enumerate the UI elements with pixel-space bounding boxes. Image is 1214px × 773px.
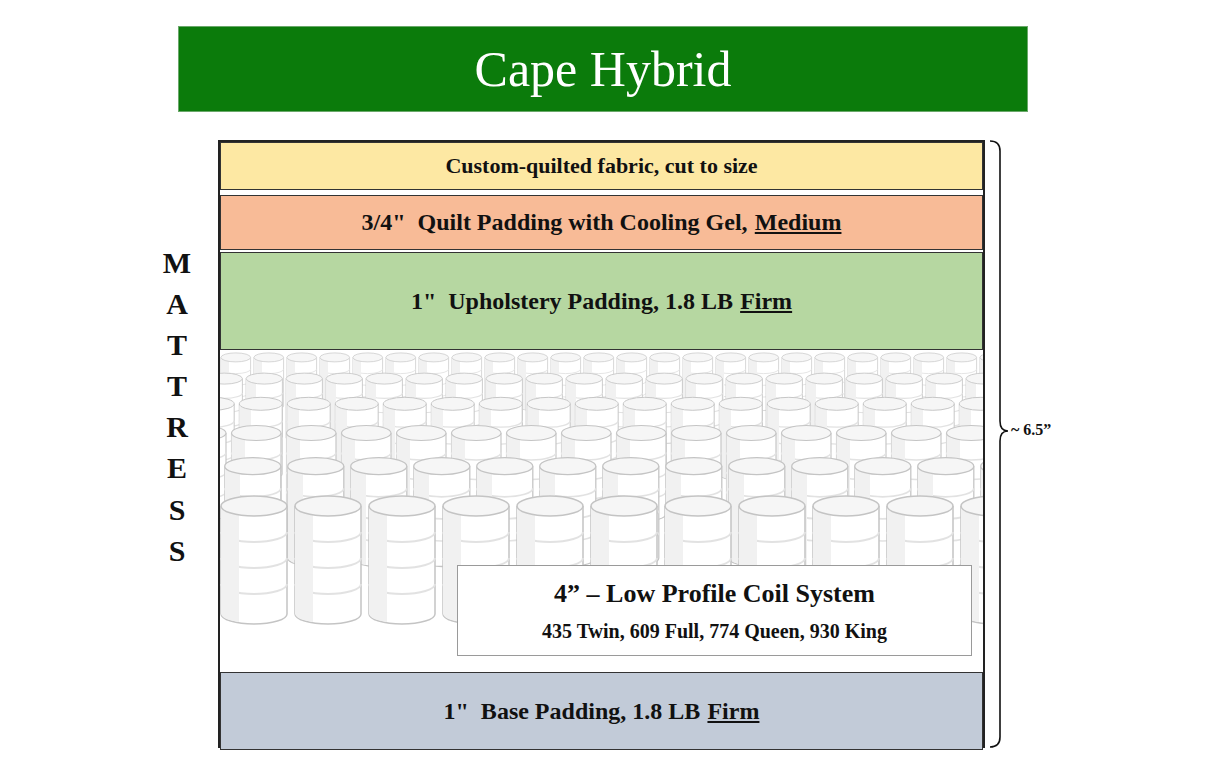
coil-counts: 435 Twin, 609 Full, 774 Queen, 930 King: [542, 617, 887, 645]
layer-name: 1" Base Padding, 1.8 LB: [444, 698, 701, 724]
layer-name: Custom-quilted fabric, cut to size: [445, 153, 757, 178]
band-text: 1" Base Padding, 1.8 LBFirm: [444, 698, 760, 725]
coil-label-box: 4” – Low Profile Coil System 435 Twin, 60…: [457, 565, 972, 656]
band-text: 1" Upholstery Padding, 1.8 LB Firm: [411, 288, 792, 315]
band-text: 3/4" Quilt Padding with Cooling Gel, Medi…: [362, 209, 842, 236]
mattress-outline: MATTRESSCustom-quilted fabric, cut to si…: [218, 140, 985, 748]
coil-title: 4” – Low Profile Coil System: [542, 576, 887, 612]
layer-band: Custom-quilted fabric, cut to size: [220, 142, 983, 190]
band-text: Custom-quilted fabric, cut to size: [445, 153, 757, 179]
layer-band: 1" Upholstery Padding, 1.8 LB Firm: [220, 252, 983, 350]
dimension-label: ~ 6.5”: [1011, 421, 1051, 439]
layer-band: 1" Base Padding, 1.8 LBFirm: [220, 672, 983, 750]
title-bar: Cape Hybrid: [178, 26, 1028, 112]
vertical-heading: MATTRESS: [162, 242, 192, 571]
band-text: 4” – Low Profile Coil System 435 Twin, 60…: [542, 576, 887, 644]
layer-name: 3/4" Quilt Padding with Cooling Gel,: [362, 209, 748, 235]
firmness-word: Medium: [755, 209, 842, 235]
title-text: Cape Hybrid: [475, 40, 732, 98]
height-bracket: [990, 141, 1008, 747]
firmness-word: Firm: [707, 698, 759, 724]
layer-band: 3/4" Quilt Padding with Cooling Gel, Medi…: [220, 195, 983, 250]
firmness-word: Firm: [740, 288, 792, 314]
layer-name: 1" Upholstery Padding, 1.8 LB: [411, 288, 733, 314]
